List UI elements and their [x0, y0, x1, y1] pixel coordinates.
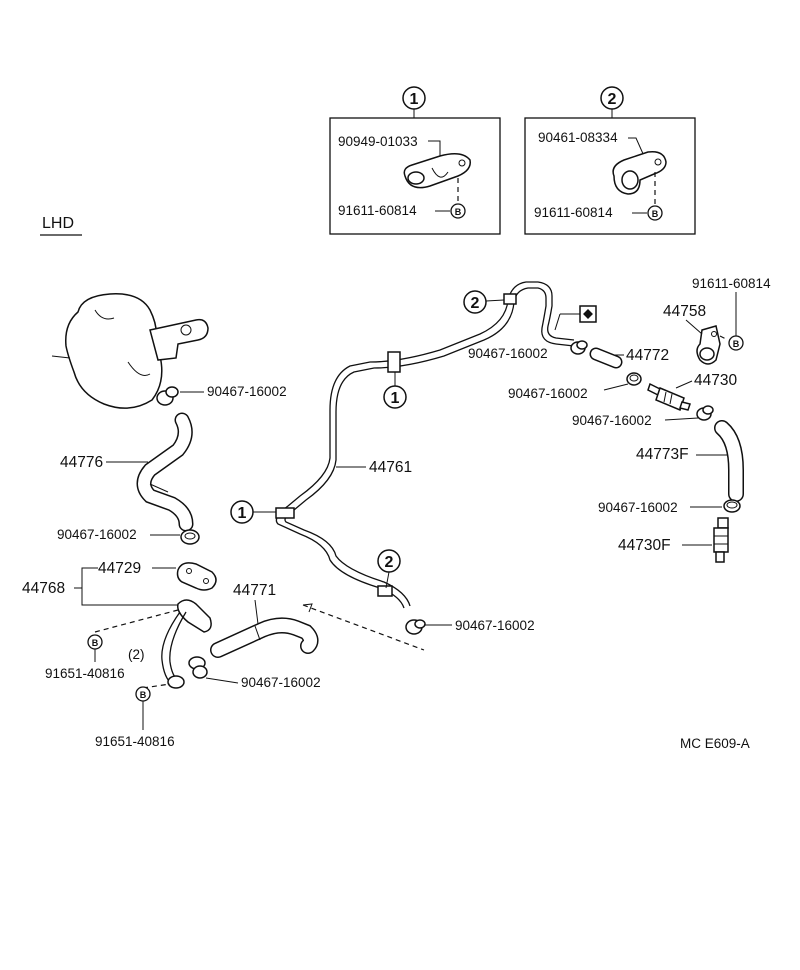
clamp-44730	[696, 405, 714, 421]
pipe-marker-1-upper-label: 1	[391, 390, 400, 407]
hose-44773F-code: 44773F	[636, 446, 689, 463]
detail-1-clamp-part	[403, 153, 471, 189]
pipe-clip-right	[377, 585, 393, 597]
pipe-marker-2-lower	[377, 549, 401, 573]
booster-clamp-code: 90467-16002	[207, 384, 287, 399]
detail-1-clamp-code: 90949-01033	[338, 134, 418, 149]
pipe-clip-upper	[387, 351, 401, 373]
booster-clamp	[156, 386, 179, 406]
pipe-clip-lower	[275, 507, 295, 519]
pipe-clip-top	[503, 293, 517, 305]
upper-bolt-code: 91651-40816	[45, 666, 125, 681]
detail-2-bolt-icon	[647, 205, 663, 221]
clamp-44771-code: 90467-16002	[241, 675, 321, 690]
detail-marker-2-label: 2	[608, 91, 617, 108]
pipe-marker-1-upper	[383, 385, 407, 409]
diagram-code: MC E609-A	[680, 736, 750, 751]
clamp-44772-code: 90467-16002	[508, 386, 588, 401]
detail-box-1: 1 90949-01033 91611-60814 B	[329, 86, 501, 235]
hose-44772-code: 44772	[626, 347, 669, 364]
lhd-title: LHD	[42, 215, 74, 232]
top-right-clamp-code: 90467-16002	[468, 346, 548, 361]
hose-44776-code: 44776	[60, 454, 103, 471]
valve-44730	[647, 382, 691, 412]
pipe-marker-1-lower-label: 1	[238, 505, 247, 522]
clamp-44730-code: 90467-16002	[572, 413, 652, 428]
pipe-44761	[275, 281, 575, 609]
center-clamp-code: 90467-16002	[455, 618, 535, 633]
pipe-marker-2-upper-label: 2	[471, 295, 480, 312]
valve-44730-code: 44730	[694, 372, 737, 389]
clamp-44772	[626, 372, 642, 386]
top-right-bolt-code: 91611-60814	[692, 276, 771, 291]
pipe-marker-2-upper	[463, 290, 487, 314]
bracket-44758-code: 44758	[663, 303, 706, 320]
detail-marker-1-label: 1	[410, 91, 419, 108]
detail-2-bolt-letter: B	[652, 209, 659, 219]
qty-2-label: (2)	[128, 647, 145, 662]
lower-left-clamp-code: 90467-16002	[57, 527, 137, 542]
detail-marker-1	[402, 86, 426, 110]
detail-1-bolt-icon	[450, 203, 466, 219]
detail-1-bolt-code: 91611-60814	[338, 203, 417, 218]
top-right-clamp	[570, 340, 588, 355]
detail-2-clamp-part	[612, 150, 667, 195]
valve-44730F	[713, 517, 729, 563]
detail-1-bolt-letter: B	[455, 207, 462, 217]
hose-44771-code: 44771	[233, 582, 276, 599]
lower-bolt-code: 91651-40816	[95, 734, 175, 749]
lower-left-clamp	[180, 529, 200, 545]
center-clamp	[405, 619, 426, 635]
bracket-44758	[696, 325, 721, 365]
lower-bolt-letter: B	[140, 690, 147, 700]
detail-box-2: 2 90461-08334 91611-60814 B	[524, 86, 696, 235]
pipe-44761-code: 44761	[369, 459, 412, 476]
detail-2-clamp-code: 90461-08334	[538, 130, 618, 145]
clamp-44771	[188, 656, 208, 679]
brake-booster	[51, 293, 209, 409]
pipe-marker-2-lower-label: 2	[385, 554, 394, 571]
detail-2-bolt-code: 91611-60814	[534, 205, 613, 220]
bracket-44729	[176, 562, 217, 591]
top-right-bolt-letter: B	[733, 339, 740, 349]
bracket-44729-code: 44729	[98, 560, 141, 577]
detail-marker-2	[600, 86, 624, 110]
connector-diamond-icon	[583, 309, 593, 319]
valve-44730F-code: 44730F	[618, 537, 671, 554]
group-44768-code: 44768	[22, 580, 65, 597]
upper-bolt-letter: B	[92, 638, 99, 648]
clamp-44773F-code: 90467-16002	[598, 500, 678, 515]
pipe-marker-1-lower	[230, 500, 254, 524]
clamp-44773F	[723, 499, 741, 513]
vacuum-holder	[161, 599, 212, 689]
